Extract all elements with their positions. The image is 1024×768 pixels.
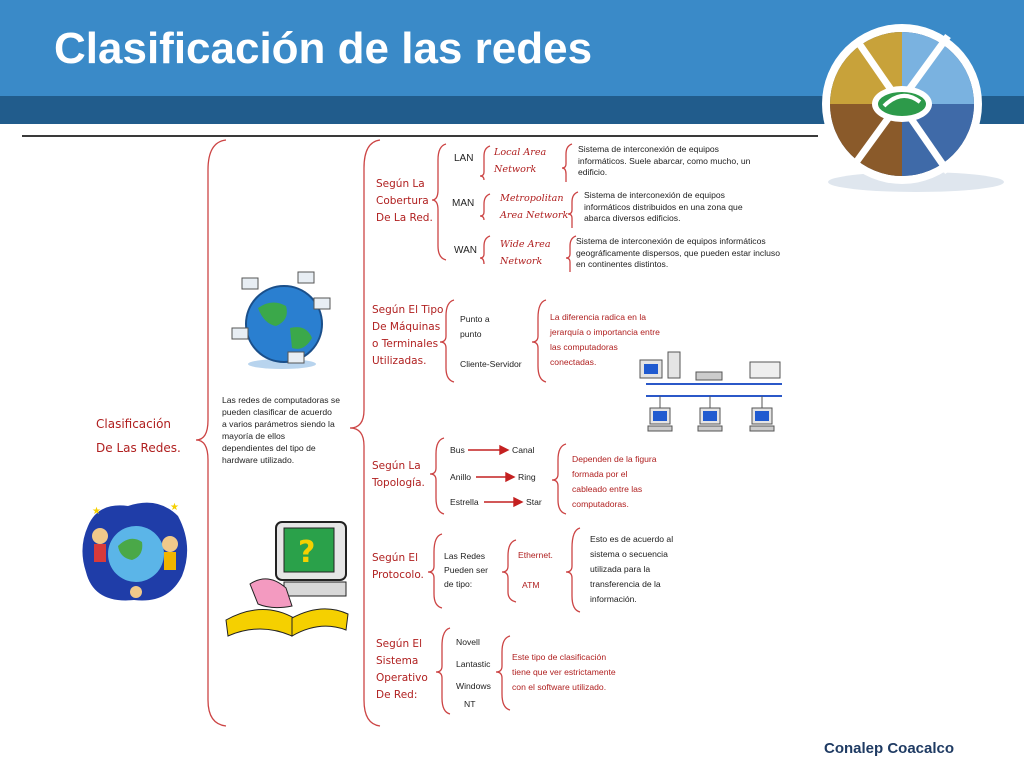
topologia-description: Dependen de la figura formada por el cab… <box>572 454 657 509</box>
sistema-item-novell: Novell <box>456 637 480 647</box>
protocolo-description: Esto es de acuerdo al sistema o secuenci… <box>590 534 674 604</box>
wan-name: Wide Area Network <box>500 239 551 267</box>
topologia-to-canal: Canal <box>512 445 535 455</box>
man-code: MAN <box>452 198 475 209</box>
kids-world-image: ★★ <box>82 502 188 601</box>
man-description: Sistema de interconexión de equipos info… <box>584 190 743 223</box>
maquinas-item-cliente: Cliente-Servidor <box>460 359 522 369</box>
topologia-from-anillo: Anillo <box>450 472 472 482</box>
svg-text:★: ★ <box>92 506 101 517</box>
man-name: Metropolitan Area Network <box>500 193 569 221</box>
svg-text:?: ? <box>298 535 315 570</box>
computer-user-image: ? <box>225 521 349 637</box>
topologia-to-star: Star <box>526 497 542 507</box>
protocolo-item-atm: ATM <box>522 580 540 590</box>
maquinas-item-punto: Punto a punto <box>460 314 490 339</box>
footer-institution: Conalep Coacalco <box>824 740 955 757</box>
sistema-item-lantastic: Lantastic <box>456 659 491 669</box>
slide-title: Clasificación de las redes <box>54 24 593 73</box>
branch-cobertura-label: Según La Cobertura De La Red. <box>376 178 433 224</box>
network-diagram-image <box>639 351 782 432</box>
globe-network-image <box>231 271 331 369</box>
sistema-item-nt: NT <box>464 699 476 709</box>
protocolo-intro: Las Redes Pueden ser de tipo: <box>444 551 488 589</box>
sistema-item-windows: Windows <box>456 681 491 691</box>
header-logo-image <box>822 24 1004 192</box>
lan-name: Local Area Network <box>494 147 547 175</box>
branch-maquinas-label: Según El Tipo De Máquinas o Terminales U… <box>372 304 444 367</box>
branch-sistema-label: Según El Sistema Operativo De Red: <box>376 638 428 701</box>
root-description: Las redes de computadoras se pueden clas… <box>222 395 340 465</box>
sistema-description: Este tipo de clasificación tiene que ver… <box>512 652 616 692</box>
topologia-from-estrella: Estrella <box>450 497 479 507</box>
topologia-from-bus: Bus <box>450 445 465 455</box>
title-underline <box>22 135 818 137</box>
branch-brace <box>349 139 381 727</box>
wan-description: Sistema de interconexión de equipos info… <box>576 236 780 269</box>
branch-topologia-label: Según La Topología. <box>372 460 425 489</box>
root-label: Clasificación De Las Redes. <box>96 417 181 455</box>
branch-protocolo-label: Según El Protocolo. <box>372 552 424 581</box>
svg-text:★: ★ <box>170 502 179 513</box>
topologia-to-ring: Ring <box>518 472 536 482</box>
maquinas-description: La diferencia radica en la jerarquía o i… <box>550 312 660 367</box>
main-brace <box>195 139 227 727</box>
lan-description: Sistema de interconexión de equipos info… <box>578 144 751 177</box>
wan-code: WAN <box>454 245 477 256</box>
protocolo-item-ethernet: Ethernet. <box>518 550 553 560</box>
lan-code: LAN <box>454 153 474 164</box>
